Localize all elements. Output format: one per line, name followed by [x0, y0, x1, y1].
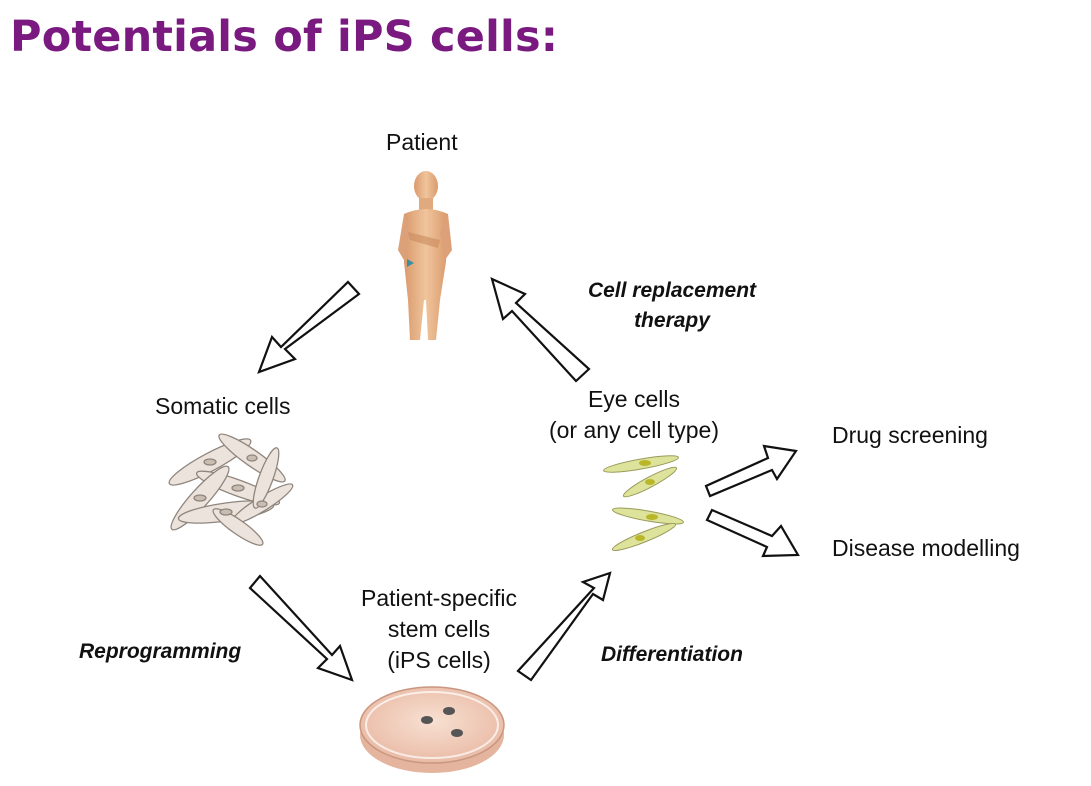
- ips-cells-label: Patient-specific stem cells (iPS cells): [339, 583, 539, 676]
- slide-title: Potentials of iPS cells:: [10, 12, 559, 62]
- arrow-eye-to-patient: [490, 277, 591, 383]
- eye-cells-label: Eye cells (or any cell type): [524, 384, 744, 446]
- ips-label-line1: Patient-specific: [361, 585, 517, 611]
- arrow-to-drug-screening: [704, 444, 798, 498]
- differentiation-label: Differentiation: [601, 643, 743, 666]
- eye-cells-icon: [603, 455, 684, 552]
- eye-label-line2: (or any cell type): [548, 417, 719, 443]
- arrow-to-disease-modelling: [705, 508, 800, 558]
- ips-label-line3: (iPS cells): [387, 647, 491, 673]
- patient-label: Patient: [386, 129, 458, 155]
- reprogramming-label: Reprogramming: [79, 640, 242, 663]
- drug-screening-label: Drug screening: [832, 422, 988, 448]
- therapy-line2: therapy: [634, 309, 710, 332]
- petri-dish-icon: [359, 686, 505, 773]
- arrow-ips-to-eye: [516, 571, 612, 682]
- therapy-line1: Cell replacement: [587, 279, 757, 302]
- patient-figure-icon: [398, 171, 452, 340]
- eye-label-line1: Eye cells: [587, 386, 681, 412]
- arrow-somatic-to-ips: [248, 574, 354, 682]
- disease-modelling-label: Disease modelling: [832, 535, 1020, 561]
- somatic-cells-icon: [168, 433, 294, 546]
- ips-label-line2: stem cells: [387, 616, 491, 642]
- arrow-patient-to-somatic: [257, 280, 361, 374]
- cell-replacement-therapy-label: Cell replacement therapy: [562, 276, 782, 336]
- somatic-cells-label: Somatic cells: [155, 393, 291, 419]
